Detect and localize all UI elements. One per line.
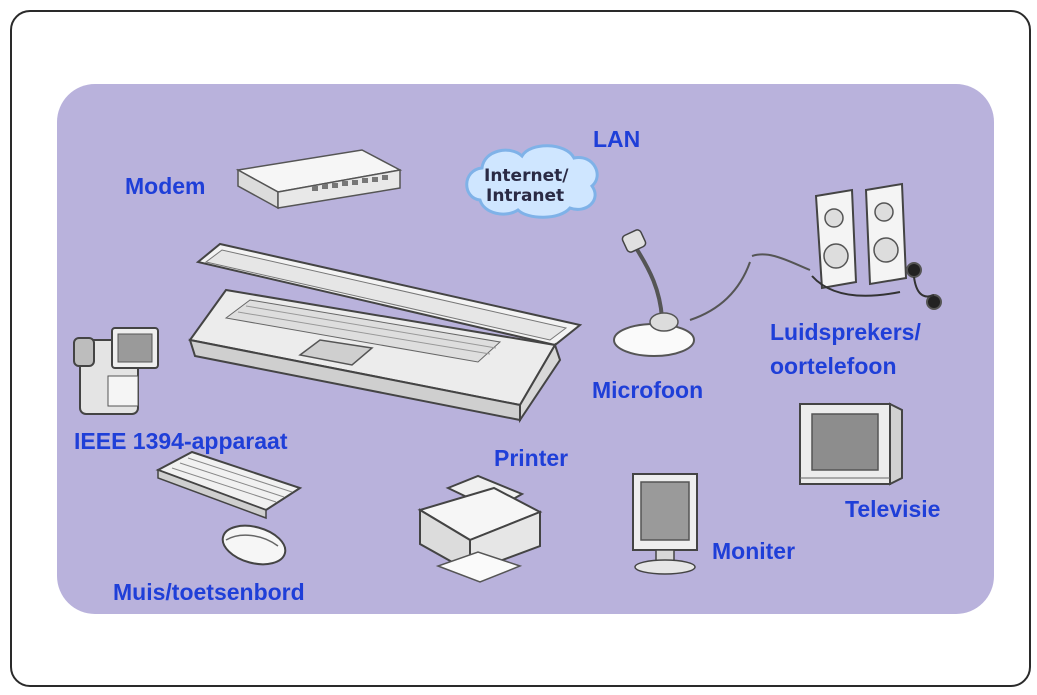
label-microphone: Microfoon [592,377,704,403]
label-lan: LAN [593,126,641,152]
label-printer: Printer [494,445,569,471]
label-speakers-line-2: oortelefoon [770,353,897,379]
label-mouse-keyboard: Muis/toetsenbord [113,579,305,605]
keyboard-icon [155,450,303,520]
modem-icon [235,149,403,210]
label-modem: Modem [125,173,206,199]
laptop-icon [188,242,583,424]
headphones-icon [906,262,942,310]
mouse-icon [221,524,287,566]
printer-icon [417,474,543,583]
cloud-icon: Internet/ Intranet [465,144,599,219]
label-television: Televisie [845,496,941,522]
cloud-line-1: Internet/ [484,166,569,186]
label-speakers-line-1: Luidsprekers/ [770,319,921,345]
camcorder-icon [73,327,159,415]
speakers-icon [751,182,908,297]
microphone-icon [613,229,751,357]
cloud-line-2: Intranet [486,186,564,206]
label-monitor: Moniter [712,538,796,564]
monitor-icon [632,473,698,575]
label-ieee-1394: IEEE 1394-apparaat [74,428,288,454]
television-icon [799,402,903,486]
